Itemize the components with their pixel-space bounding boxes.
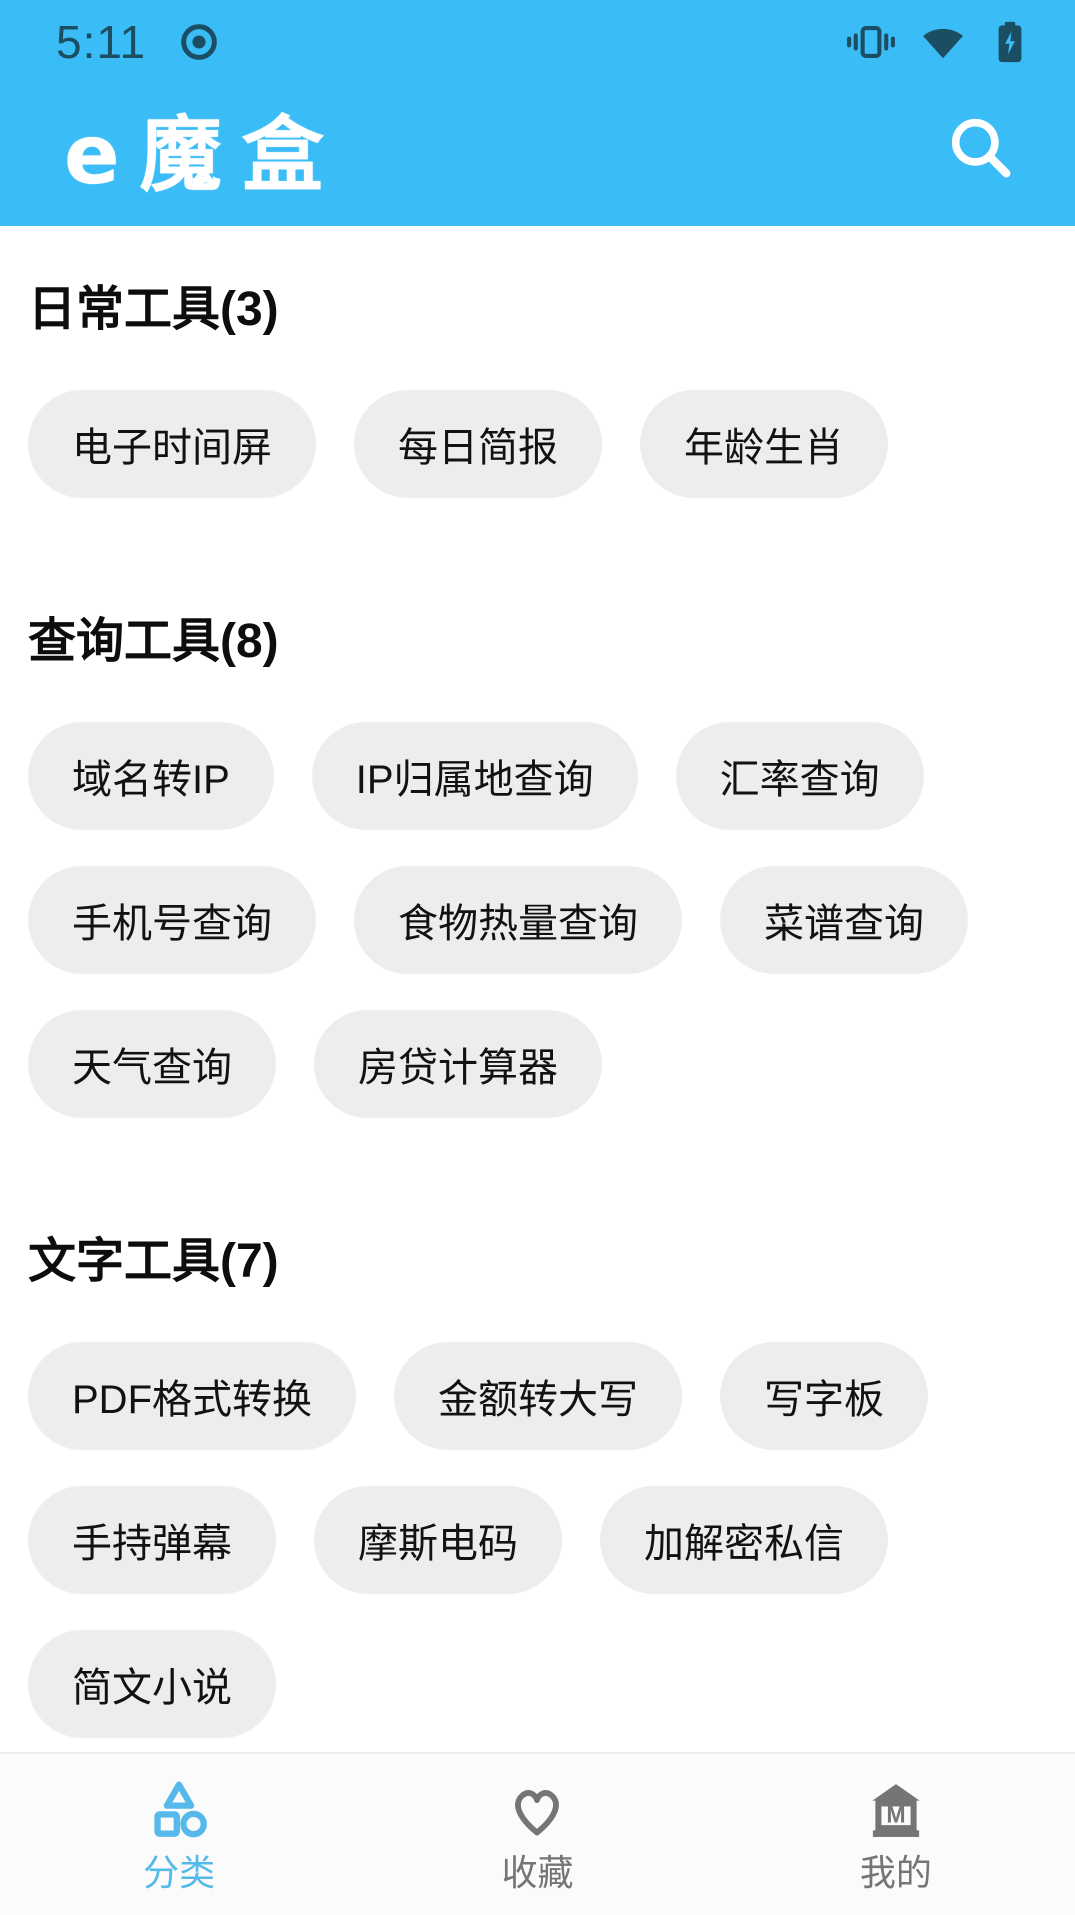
app-header: 5:11 [0,0,1075,226]
nav-label: 分类 [143,1851,216,1893]
tool-chip[interactable]: 金额转大写 [394,1342,682,1450]
status-bar: 5:11 [0,0,1075,74]
tool-chip[interactable]: 加解密私信 [600,1486,888,1594]
heart-icon [515,1789,560,1835]
tool-chip[interactable]: IP归属地查询 [311,722,638,830]
tools-list: 日常工具(3) 电子时间屏 每日简报 年龄生肖 查询工具(8) 域名转IP IP… [0,226,1075,1738]
tool-chip[interactable]: 手持弹幕 [28,1486,276,1594]
vibrate-icon [847,26,895,58]
svg-text:M: M [886,1801,905,1827]
tool-chip[interactable]: 写字板 [720,1342,928,1450]
wifi-icon [923,28,963,59]
section-title: 查询工具(8) [28,615,279,668]
status-time: 5:11 [56,16,147,68]
tool-chip[interactable]: 域名转IP [28,722,274,830]
tool-chip[interactable]: 每日简报 [354,390,602,498]
nav-item-categories[interactable]: 分类 [0,1777,358,1893]
section-title: 文字工具(7) [28,1235,279,1288]
tool-chip[interactable]: 摩斯电码 [314,1486,562,1594]
tool-chip[interactable]: 手机号查询 [28,866,316,974]
tool-chip[interactable]: 房贷计算器 [314,1010,602,1118]
nav-label: 我的 [859,1851,932,1893]
section-text-tools: 文字工具(7) PDF格式转换 金额转大写 写字板 手持弹幕 摩斯电码 加解密私… [28,1234,1047,1738]
search-icon [951,118,1011,177]
section-title: 日常工具(3) [28,283,279,336]
record-icon [181,24,217,60]
tool-chip[interactable]: 电子时间屏 [28,390,316,498]
tool-chip[interactable]: 天气查询 [28,1010,276,1118]
nav-item-mine[interactable]: M 我的 [717,1777,1075,1893]
mine-icon: M [872,1783,920,1837]
chip-group: PDF格式转换 金额转大写 写字板 手持弹幕 摩斯电码 加解密私信 简文小说 [28,1342,1047,1738]
tool-chip[interactable]: 汇率查询 [675,722,924,830]
category-icon [154,1781,208,1837]
tool-chip[interactable]: 食物热量查询 [354,866,682,974]
status-bar-left: 5:11 [56,15,222,69]
chip-group: 电子时间屏 每日简报 年龄生肖 [28,390,1047,498]
app-bar: e魔盒 [0,74,1075,207]
app-logo: e魔盒 [64,108,344,203]
nav-label: 收藏 [501,1851,574,1893]
tool-chip[interactable]: 简文小说 [28,1630,276,1738]
tool-chip[interactable]: 年龄生肖 [640,390,888,498]
section-query-tools: 查询工具(8) 域名转IP IP归属地查询 汇率查询 手机号查询 食物热量查询 … [28,614,1047,1118]
chip-group: 域名转IP IP归属地查询 汇率查询 手机号查询 食物热量查询 菜谱查询 天气查… [28,722,1047,1118]
bottom-nav: 分类 收藏 M 我的 [0,1752,1075,1915]
battery-charging-icon [998,21,1022,63]
section-daily-tools: 日常工具(3) 电子时间屏 每日简报 年龄生肖 [28,282,1047,498]
tool-chip[interactable]: 菜谱查询 [720,866,968,974]
tool-chip[interactable]: PDF格式转换 [28,1342,356,1450]
status-bar-right [845,18,1031,66]
nav-item-favorites[interactable]: 收藏 [358,1777,716,1893]
search-button[interactable] [943,110,1019,186]
